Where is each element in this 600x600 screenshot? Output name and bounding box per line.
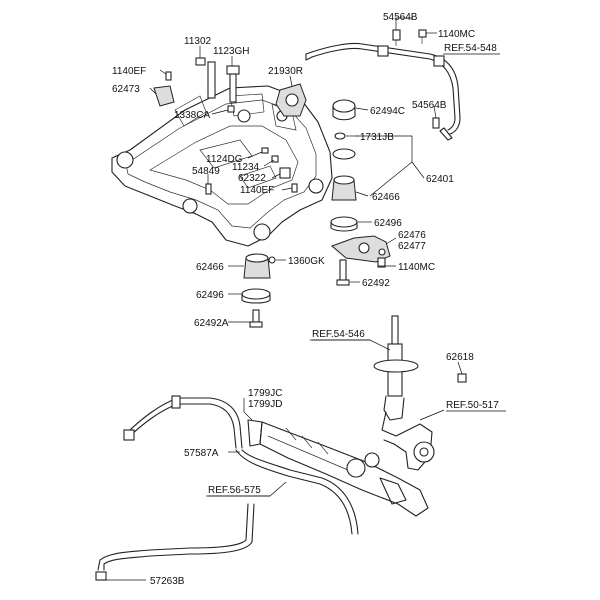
label-1124dg: 1124DG — [206, 154, 243, 165]
label-1360gk: 1360GK — [288, 256, 325, 267]
label-62473: 62473 — [112, 84, 140, 95]
strut-assembly — [373, 315, 467, 471]
bracket-62473 — [153, 71, 175, 107]
label-1123gh: 1123GH — [213, 46, 250, 57]
label-62322: 62322 — [238, 173, 266, 184]
mount-stack-right — [330, 99, 358, 232]
label-62466-left: 62466 — [196, 262, 224, 273]
label-1140ef-b: 1140EF — [240, 185, 274, 196]
label-62476: 62476 — [398, 230, 426, 241]
label-57263b: 57263B — [150, 576, 185, 587]
label-1799jd: 1799JD — [248, 399, 282, 410]
stabilizer-bushing-right — [433, 55, 445, 67]
label-1338ca: 1338CA — [174, 110, 210, 121]
bracket-62476 — [331, 235, 391, 268]
label-54564b-right: 54564B — [412, 100, 447, 111]
bolt-1140mc-top — [418, 29, 427, 44]
label-54849: 54849 — [192, 166, 220, 177]
label-62494c: 62494C — [370, 106, 405, 117]
label-54564b-top: 54564B — [383, 12, 418, 23]
label-11302: 11302 — [184, 36, 212, 47]
ref-underlines — [208, 339, 506, 497]
mount-stack-left — [241, 253, 276, 328]
label-ref-54-548: REF.54-548 — [444, 43, 497, 54]
label-57587a: 57587A — [184, 448, 219, 459]
steering-gear — [247, 419, 429, 517]
mount-21930r — [275, 83, 307, 117]
label-62492a: 62492A — [194, 318, 229, 329]
label-1140ef-a: 1140EF — [112, 66, 146, 77]
stabilizer-bushing — [377, 45, 389, 57]
power-steering-lines — [95, 395, 359, 581]
label-ref-56-575: REF.56-575 — [208, 485, 261, 496]
label-ref-50-517: REF.50-517 — [446, 400, 499, 411]
bolt-62492 — [336, 259, 350, 286]
stabilizer-bar — [305, 42, 461, 141]
label-62466-right: 62466 — [372, 192, 400, 203]
subframe — [111, 85, 333, 247]
label-1799jc: 1799JC — [248, 388, 282, 399]
label-11234: 11234 — [232, 162, 260, 173]
label-62496-left: 62496 — [196, 290, 224, 301]
label-62496-right: 62496 — [374, 218, 402, 229]
label-1140mc-top: 1140MC — [438, 29, 475, 40]
label-1731jb: 1731JB — [360, 132, 394, 143]
label-1140mc-mid: 1140MC — [398, 262, 435, 273]
label-62492: 62492 — [362, 278, 390, 289]
label-ref-54-546: REF.54-546 — [312, 329, 365, 340]
label-21930r: 21930R — [268, 66, 303, 77]
bracket-11302 — [195, 57, 240, 103]
label-62401: 62401 — [426, 174, 454, 185]
bolt-54564b-top — [392, 29, 401, 46]
part-labels: 54564B 1140MC REF.54-548 11302 1123GH 11… — [112, 12, 499, 587]
label-62618: 62618 — [446, 352, 474, 363]
label-62477: 62477 — [398, 241, 426, 252]
